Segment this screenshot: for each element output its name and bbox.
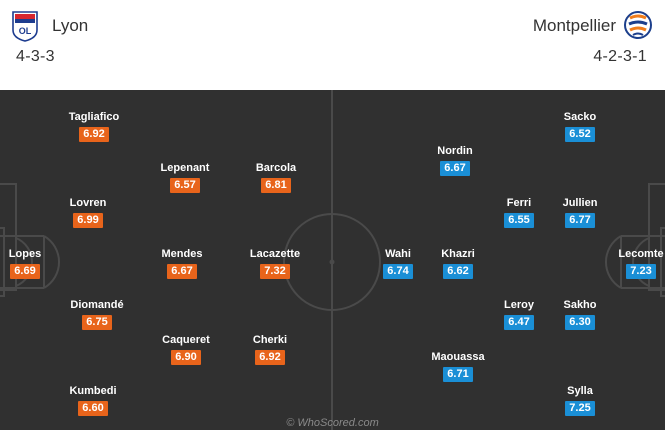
player-card-wahi[interactable]: Wahi 6.74 <box>358 247 438 279</box>
montpellier-crest-icon <box>624 11 652 39</box>
player-rating: 6.67 <box>440 161 470 176</box>
player-rating: 6.92 <box>255 350 285 365</box>
player-rating: 7.23 <box>626 264 656 279</box>
pitch: Tagliafico 6.92 Lepenant 6.57 Barcola 6.… <box>0 90 665 430</box>
player-name: Tagliafico <box>68 111 120 123</box>
player-card-diomande[interactable]: Diomandé 6.75 <box>57 298 137 330</box>
player-rating: 6.55 <box>504 213 534 228</box>
lyon-crest-icon: OL <box>12 11 38 42</box>
player-card-sacko[interactable]: Sacko 6.52 <box>540 110 620 142</box>
player-name: Ferri <box>506 197 532 209</box>
player-name: Mendes <box>161 248 203 260</box>
player-rating: 6.99 <box>73 213 103 228</box>
player-name: Lecomte <box>618 248 664 260</box>
player-rating: 6.69 <box>10 264 40 279</box>
player-rating: 6.52 <box>565 127 595 142</box>
player-name: Lepenant <box>160 162 210 174</box>
player-card-ferri[interactable]: Ferri 6.55 <box>479 196 559 228</box>
player-rating: 6.57 <box>170 178 200 193</box>
player-rating: 6.71 <box>443 367 473 382</box>
player-rating: 7.32 <box>260 264 290 279</box>
away-formation: 4-2-3-1 <box>593 48 647 65</box>
player-name: Jullien <box>562 197 598 209</box>
player-rating: 6.47 <box>504 315 534 330</box>
player-card-khazri[interactable]: Khazri 6.62 <box>418 247 498 279</box>
player-rating: 6.90 <box>171 350 201 365</box>
player-card-nordin[interactable]: Nordin 6.67 <box>415 144 495 176</box>
player-card-mendes[interactable]: Mendes 6.67 <box>142 247 222 279</box>
player-name: Kumbedi <box>69 385 117 397</box>
player-card-maouassa[interactable]: Maouassa 6.71 <box>418 350 498 382</box>
home-team-name: Lyon <box>52 16 89 35</box>
player-name: Sakho <box>563 299 597 311</box>
match-header: OL Lyon 4-3-3 Montpellier 4-2-3-1 <box>0 0 665 90</box>
player-card-lacazette[interactable]: Lacazette 7.32 <box>235 247 315 279</box>
player-card-tagliafico[interactable]: Tagliafico 6.92 <box>54 110 134 142</box>
player-rating: 6.81 <box>261 178 291 193</box>
player-card-leroy[interactable]: Leroy 6.47 <box>479 298 559 330</box>
player-card-lovren[interactable]: Lovren 6.99 <box>48 196 128 228</box>
player-card-sakho[interactable]: Sakho 6.30 <box>540 298 620 330</box>
player-name: Caqueret <box>162 334 210 346</box>
player-card-caqueret[interactable]: Caqueret 6.90 <box>146 333 226 365</box>
player-name: Cherki <box>252 334 288 346</box>
player-rating: 6.77 <box>565 213 595 228</box>
player-card-kumbedi[interactable]: Kumbedi 6.60 <box>53 384 133 416</box>
away-team-name: Montpellier <box>532 16 616 35</box>
player-rating: 6.75 <box>82 315 112 330</box>
player-name: Lacazette <box>249 248 301 260</box>
player-name: Leroy <box>504 299 534 311</box>
player-name: Barcola <box>255 162 297 174</box>
player-name: Sylla <box>567 385 593 397</box>
home-formation: 4-3-3 <box>16 48 55 65</box>
player-rating: 6.67 <box>167 264 197 279</box>
player-rating: 6.60 <box>78 401 108 416</box>
svg-text:OL: OL <box>19 26 32 36</box>
player-rating: 6.74 <box>383 264 413 279</box>
player-name: Lovren <box>69 197 107 209</box>
player-card-lecomte[interactable]: Lecomte 7.23 <box>601 247 665 279</box>
pitch-markings <box>0 90 665 430</box>
player-name: Lopes <box>8 248 42 260</box>
player-card-barcola[interactable]: Barcola 6.81 <box>236 161 316 193</box>
player-card-lepenant[interactable]: Lepenant 6.57 <box>145 161 225 193</box>
player-name: Sacko <box>563 111 597 123</box>
player-rating: 7.25 <box>565 401 595 416</box>
watermark: © WhoScored.com <box>286 417 379 429</box>
player-card-cherki[interactable]: Cherki 6.92 <box>230 333 310 365</box>
player-card-lopes[interactable]: Lopes 6.69 <box>0 247 65 279</box>
player-name: Wahi <box>385 248 411 260</box>
player-card-jullien[interactable]: Jullien 6.77 <box>540 196 620 228</box>
player-name: Diomandé <box>70 299 124 311</box>
player-name: Maouassa <box>431 351 485 363</box>
player-rating: 6.30 <box>565 315 595 330</box>
player-name: Khazri <box>441 248 475 260</box>
player-card-sylla[interactable]: Sylla 7.25 <box>540 384 620 416</box>
player-name: Nordin <box>437 145 473 157</box>
player-rating: 6.62 <box>443 264 473 279</box>
player-rating: 6.92 <box>79 127 109 142</box>
